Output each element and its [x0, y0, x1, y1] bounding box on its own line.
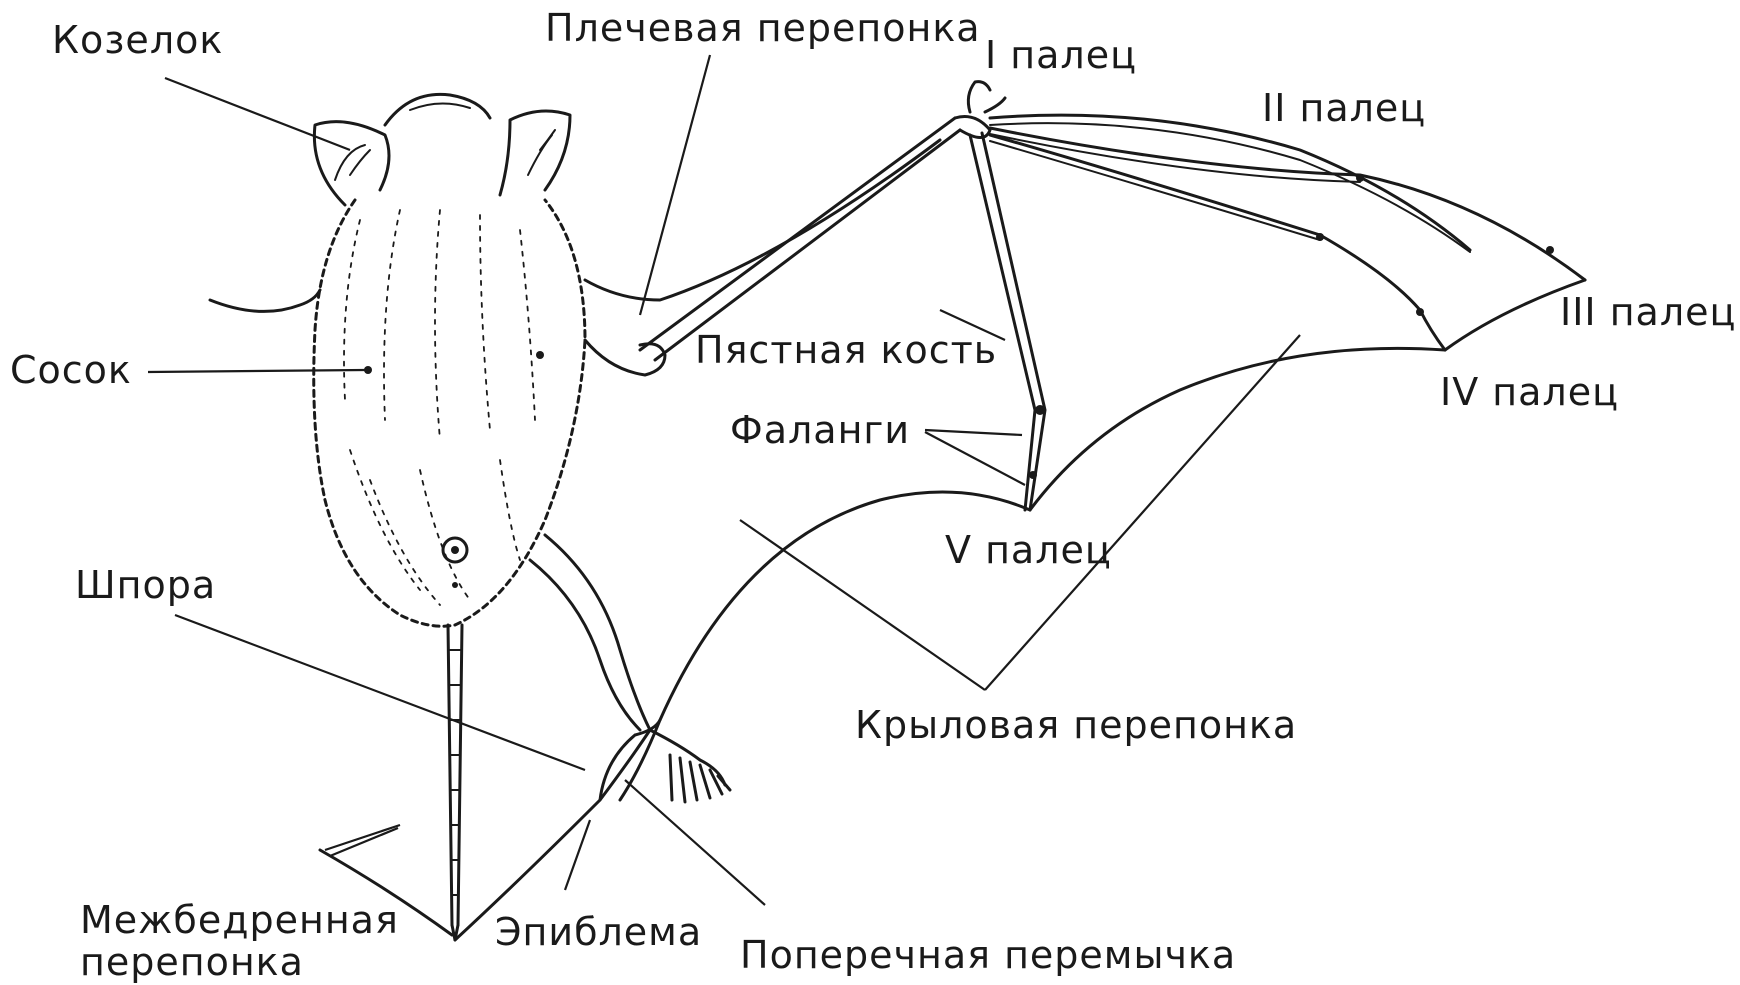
- label-shoulder-membrane: Плечевая перепонка: [545, 8, 981, 50]
- bat-body: [210, 94, 585, 626]
- label-epiblema: Эпиблема: [495, 912, 702, 954]
- label-finger-5: V палец: [945, 530, 1112, 572]
- tail: [448, 625, 462, 940]
- label-interfemoral-2: перепонка: [80, 942, 304, 984]
- label-calcar: Шпора: [75, 565, 216, 607]
- label-finger-4: IV палец: [1440, 372, 1619, 414]
- label-metacarpal: Пястная кость: [695, 330, 997, 372]
- label-wing-membrane: Крыловая перепонка: [855, 705, 1297, 747]
- label-transverse-bridge: Поперечная перемычка: [740, 935, 1236, 977]
- label-finger-2: II палец: [1262, 88, 1426, 130]
- label-interfemoral-1: Межбедренная: [80, 900, 399, 942]
- label-phalanges: Фаланги: [730, 410, 910, 452]
- leg-foot: [530, 535, 730, 802]
- label-finger-3: III палец: [1560, 292, 1736, 334]
- nipple-dot: [364, 366, 372, 374]
- label-nipple: Сосок: [10, 350, 132, 392]
- label-kozelok: Козелок: [52, 20, 223, 62]
- label-finger-1: I палец: [985, 35, 1137, 77]
